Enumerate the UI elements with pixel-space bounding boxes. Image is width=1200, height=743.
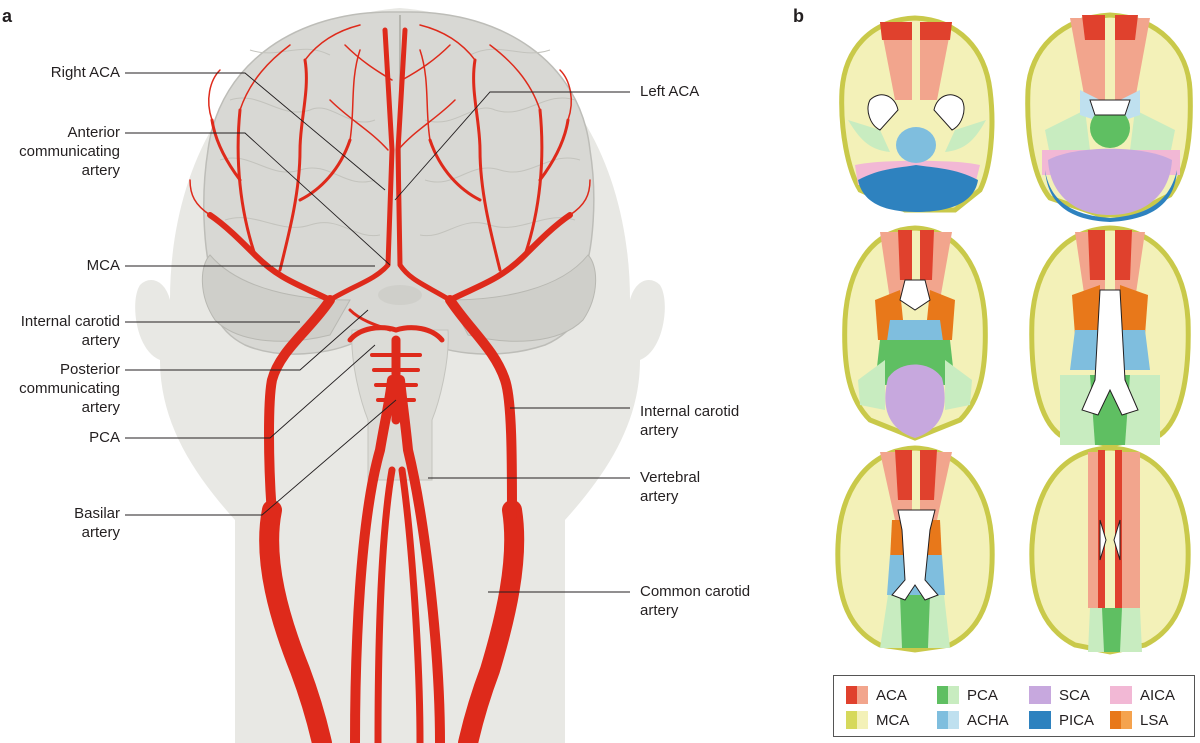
legend-swatch-mca [846, 711, 868, 729]
legend-item-aica: AICA [1110, 685, 1175, 705]
legend-swatch-aica [1110, 686, 1132, 704]
slice-2 [1025, 12, 1193, 222]
territory-legend: ACA PCA SCA AICA MCA ACHA PICA LSA [833, 675, 1195, 737]
slice-4 [1029, 225, 1191, 448]
legend-item-pica: PICA [1029, 710, 1094, 730]
slice-5 [835, 445, 995, 653]
label-left-aca: Left ACA [640, 83, 700, 100]
artery-tree [189, 24, 591, 743]
label-anterior-communicating-artery: Anterior communicating artery [19, 124, 120, 179]
label-posterior-communicating-artery: Posterior communicating artery [19, 361, 120, 416]
brain-slices [835, 12, 1193, 655]
label-vertebral-artery: Vertebral artery [640, 469, 701, 505]
legend-label: MCA [876, 711, 910, 729]
legend-swatch-pca [937, 686, 959, 704]
label-mca: MCA [86, 257, 120, 274]
panel-a-letter: a [2, 6, 13, 26]
legend-label: ACHA [967, 711, 1009, 729]
legend-item-sca: SCA [1029, 685, 1090, 705]
legend-label: ACA [876, 686, 907, 704]
legend-item-pca: PCA [937, 685, 998, 705]
legend-label: PICA [1059, 711, 1095, 729]
panel-b-letter: b [793, 6, 804, 26]
legend-swatch-aca [846, 686, 868, 704]
slice-6 [1029, 445, 1191, 655]
leader-lines [125, 72, 630, 593]
slice-1 [839, 15, 995, 213]
label-internal-carotid-artery-right: Internal carotid artery [640, 403, 740, 439]
legend-label: LSA [1140, 711, 1169, 729]
legend-item-mca: MCA [846, 710, 909, 730]
legend-swatch-acha [937, 711, 959, 729]
legend-item-aca: ACA [846, 685, 907, 705]
legend-item-acha: ACHA [937, 710, 1009, 730]
label-basilar-artery: Basilar artery [74, 505, 120, 541]
legend-label: AICA [1140, 686, 1176, 704]
slice-3 [842, 225, 988, 441]
legend-label: PCA [967, 686, 998, 704]
legend-label: SCA [1059, 686, 1090, 704]
legend-swatch-sca [1029, 686, 1051, 704]
legend-item-lsa: LSA [1110, 710, 1168, 730]
label-common-carotid-artery: Common carotid artery [640, 583, 751, 619]
legend-swatch-lsa [1110, 711, 1132, 729]
label-right-aca: Right ACA [50, 64, 120, 81]
label-internal-carotid-artery-left: Internal carotid artery [20, 313, 120, 349]
legend-swatch-pica [1029, 711, 1051, 729]
label-pca: PCA [89, 429, 120, 446]
